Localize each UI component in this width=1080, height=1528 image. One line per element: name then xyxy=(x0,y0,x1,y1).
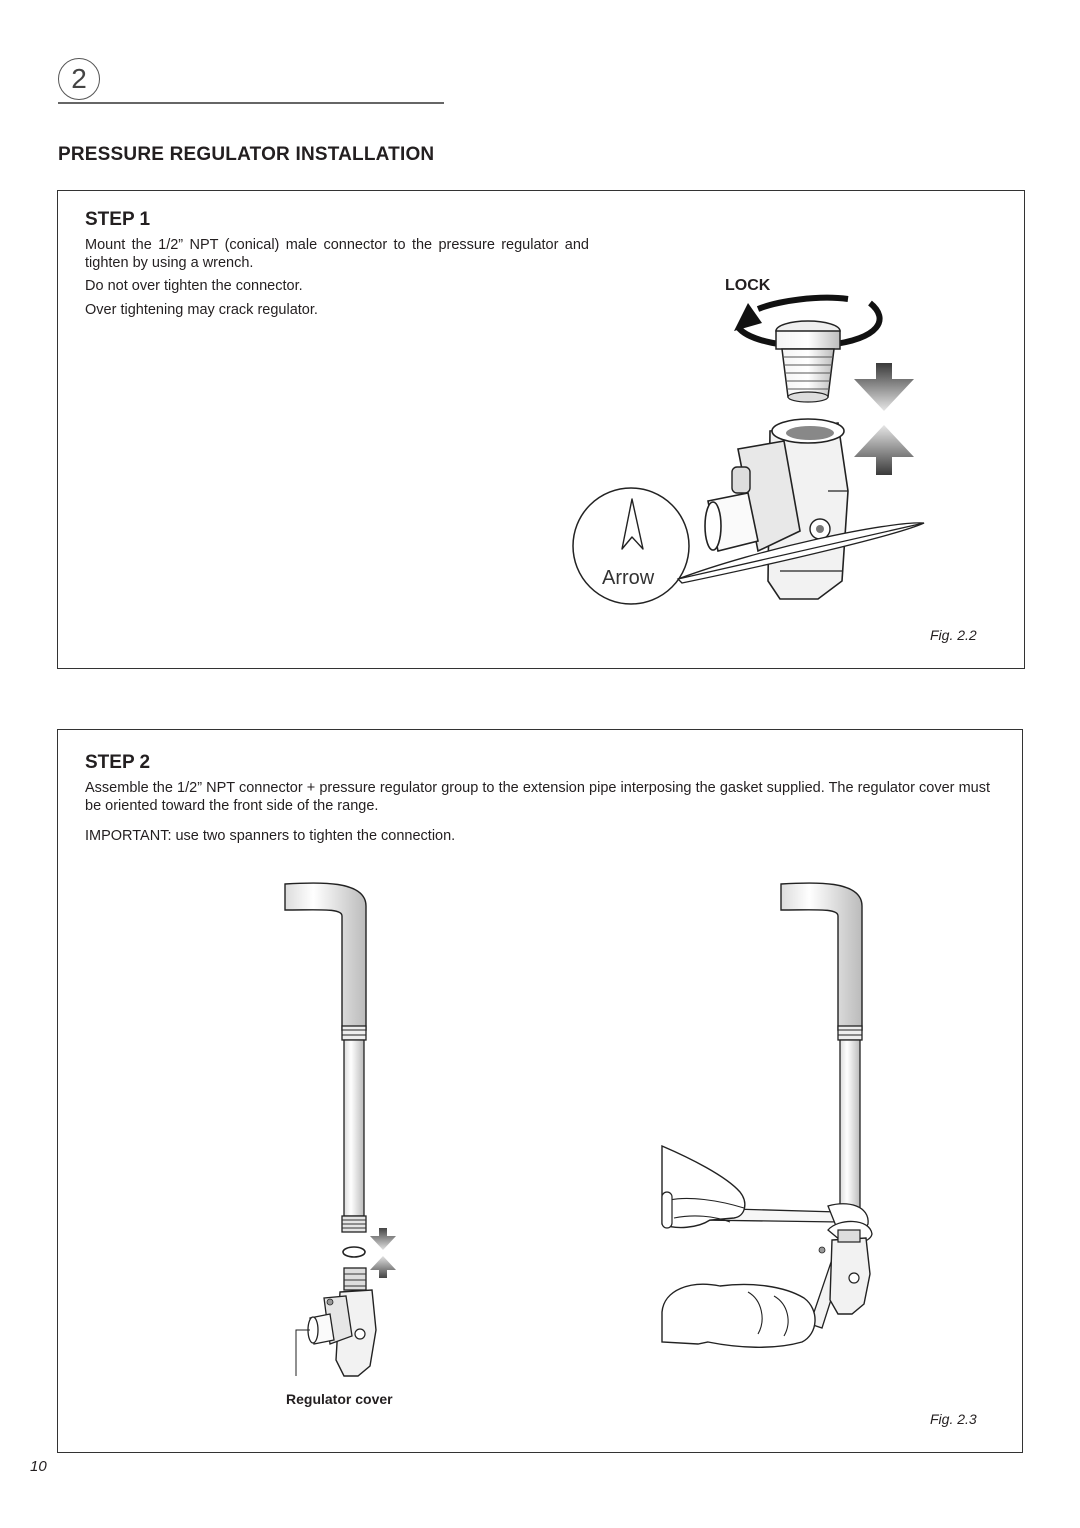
step1-panel: STEP 1 Mount the 1/2” NPT (conical) male… xyxy=(57,190,1025,669)
pressure-regulator-icon xyxy=(704,418,849,600)
section-number-badge: 2 xyxy=(58,58,100,100)
step2-panel: STEP 2 Assemble the 1/2” NPT connector +… xyxy=(57,729,1023,1453)
flow-arrow-icon xyxy=(621,498,644,550)
arrow-magnifier-callout xyxy=(572,487,925,605)
extension-pipe-icon xyxy=(284,882,367,1233)
small-push-up-arrow-icon xyxy=(370,1256,396,1278)
step1-caution: Over tightening may crack regulator. xyxy=(85,302,318,318)
lock-label: LOCK xyxy=(725,277,771,294)
regulator-assembly-icon xyxy=(307,1267,377,1377)
figure-caption-2: Fig. 2.3 xyxy=(930,1411,977,1427)
upper-hand-icon xyxy=(661,1144,746,1229)
push-down-arrow-icon xyxy=(854,363,914,411)
step1-warning: Do not over tighten the connector. xyxy=(85,278,303,294)
section-divider xyxy=(58,102,444,104)
fig-2-2-illustration xyxy=(572,294,925,605)
page-number: 10 xyxy=(30,1458,47,1475)
step2-important-note: IMPORTANT: use two spanners to tighten t… xyxy=(85,828,456,844)
step1-instruction: Mount the 1/2” NPT (conical) male connec… xyxy=(85,237,589,271)
regulator-right-icon xyxy=(818,1229,871,1315)
regulator-cover-label: Regulator cover xyxy=(286,1391,393,1407)
small-push-down-arrow-icon xyxy=(370,1228,396,1250)
page-title: PRESSURE REGULATOR INSTALLATION xyxy=(58,144,435,165)
fig-2-3-illustration xyxy=(284,882,873,1377)
arrow-label: Arrow xyxy=(602,567,655,589)
gasket-icon xyxy=(342,1246,366,1258)
npt-connector-icon xyxy=(775,320,841,403)
step2-title: STEP 2 xyxy=(85,752,151,773)
push-up-arrow-icon xyxy=(854,425,914,475)
step1-title: STEP 1 xyxy=(85,209,151,230)
step2-instruction: Assemble the 1/2” NPT connector + pressu… xyxy=(85,780,990,814)
regulator-cover-leader-line xyxy=(295,1329,310,1376)
extension-pipe-right-icon xyxy=(780,882,863,1213)
figure-caption: Fig. 2.2 xyxy=(930,627,977,643)
lower-hand-icon xyxy=(661,1283,816,1348)
